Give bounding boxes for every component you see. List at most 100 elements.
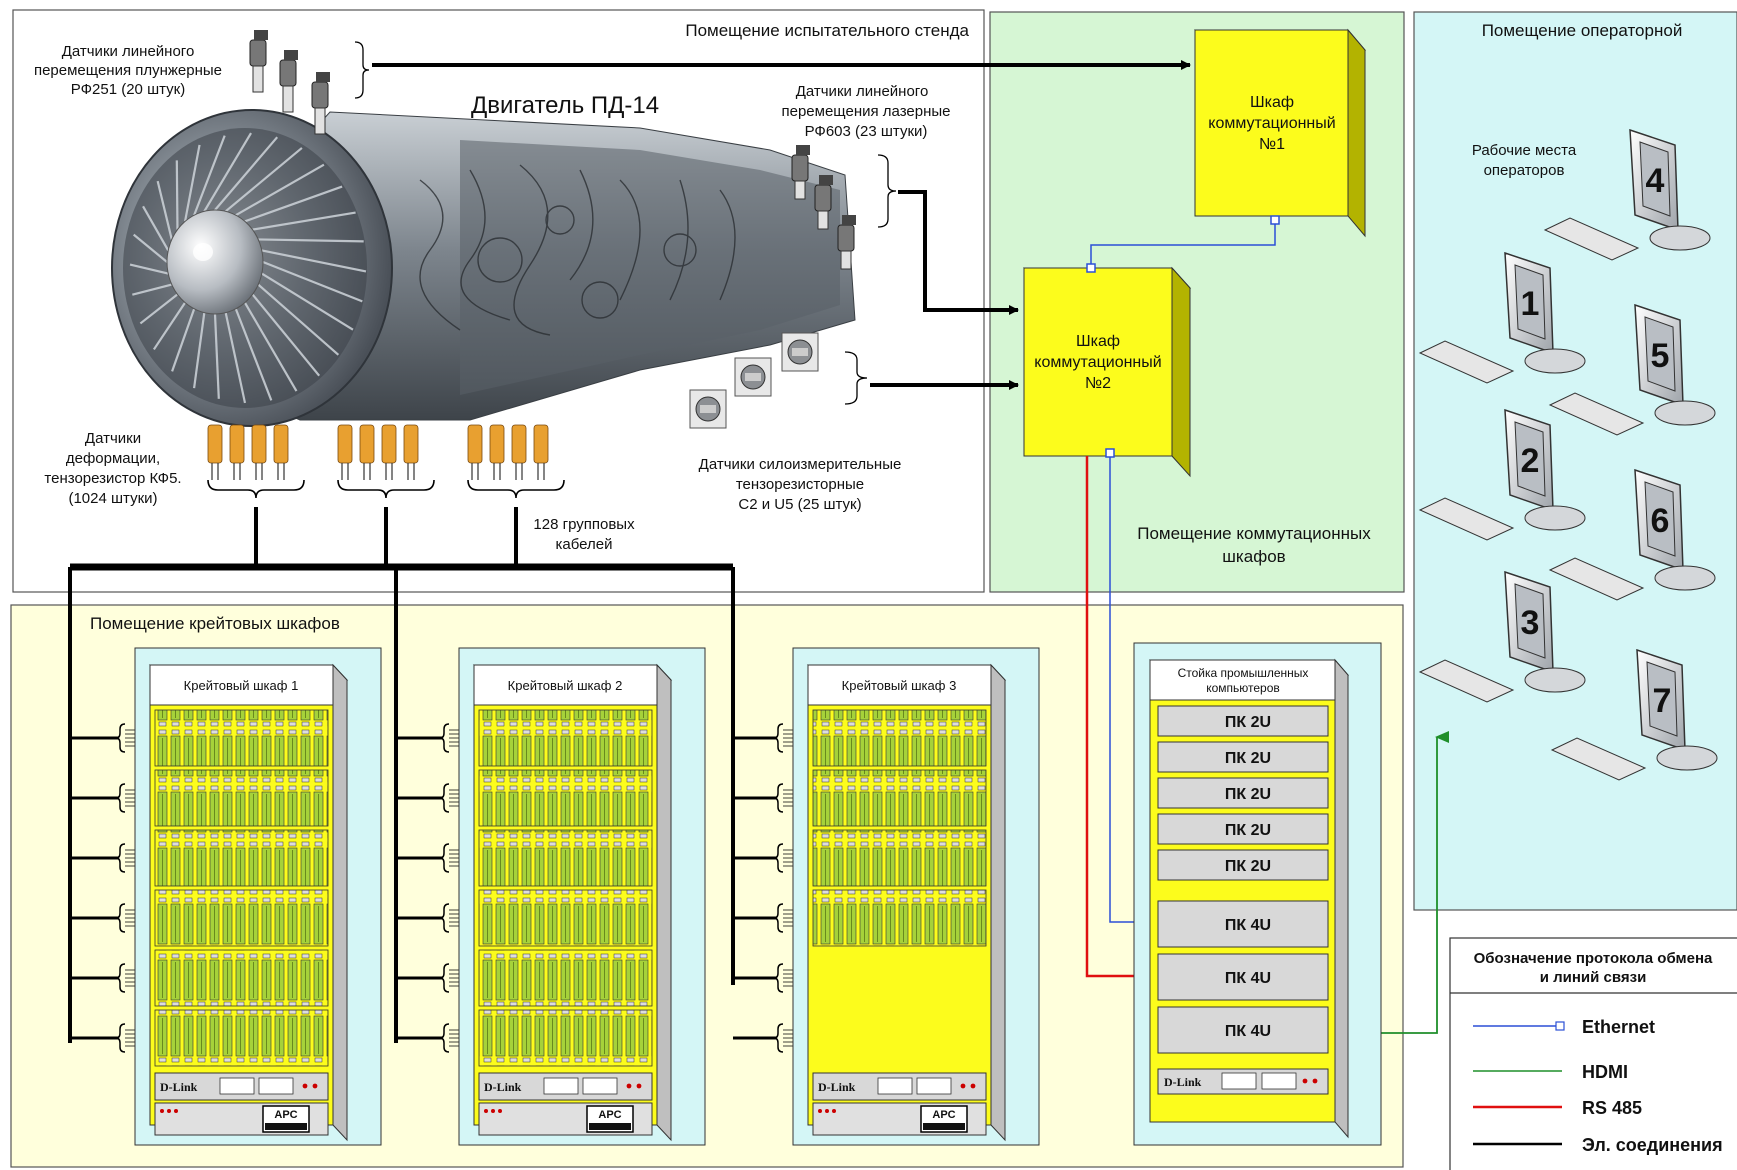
crate-module [478,889,653,947]
crate-module [812,769,987,827]
strain-gauge [337,424,353,464]
switch-room-label-line2: шкафов [1222,547,1285,566]
pc-unit [1157,813,1329,845]
crate-feed-brace [773,903,784,933]
monitor-stand [1524,348,1586,374]
switch-cabinet-2-label-line1: Шкаф [1076,333,1120,350]
strain-sensor-label-line4: (1024 штуки) [68,490,157,507]
plunger-sensor-label-line3: РФ251 (20 штук) [71,81,185,98]
strain-gauge-braces [207,479,565,499]
legend-title-line1: Обозначение протокола обмена [1474,950,1713,967]
crate-cabinet-side [332,663,348,1142]
crate-module [478,949,653,1007]
laser-sensor-icons [791,145,856,270]
fan-blade [193,135,226,216]
force-sensor-label-line3: С2 и U5 (25 штук) [738,496,861,513]
pc-unit-label: ПК 2U [1225,858,1271,875]
pc-unit-label: ПК 4U [1225,1023,1271,1040]
crate-ups-led [832,1109,836,1113]
strain-gauge [533,424,549,464]
monitor-screen [1644,316,1676,392]
crate-cabinet-header [473,664,658,706]
cables-label-line1: 128 групповых [533,516,635,533]
crate-module [154,769,329,827]
crate-feed-brace [439,723,450,753]
fan-blade [252,211,356,231]
legend-ethernet-node [1555,1021,1565,1031]
fan-blade [139,293,179,325]
strain-gauge [359,424,375,464]
monitor-screen [1639,141,1671,217]
crate-feed-brace [115,963,126,993]
operator-room-label: Помещение операторной [1482,21,1683,40]
crate-module [478,769,653,827]
strain-gauge [467,424,483,464]
workstation-5[interactable]: 5 [1548,303,1716,436]
crate-module [812,829,987,887]
test-stand-room-label: Помещение испытательного стенда [685,21,969,40]
workstation-3[interactable]: 3 [1418,570,1586,703]
pc-unit [1157,849,1329,881]
pc-rack: Стойка промышленных компьютеров ПК 2UПК … [1133,642,1382,1146]
crate-room-label: Помещение крейтовых шкафов [90,614,340,633]
strain-gauge [251,424,267,464]
monitor-stand [1649,225,1711,251]
crate-switch-ports [543,1077,579,1095]
fan-blade [224,147,303,213]
keyboard-icon [1550,737,1647,781]
monitor-stand [1654,565,1716,591]
rs485-link [1085,456,1150,978]
workstation-7[interactable]: 7 [1550,648,1718,781]
workstation-2[interactable]: 2 [1418,408,1586,541]
plunger-sensor-icons [249,30,330,135]
strain-sensor-label-line3: тензорезистор КФ5. [44,470,181,487]
pc-unit [1157,900,1329,948]
crate-switch-brand: D-Link [484,1080,522,1094]
workstation-4[interactable]: 4 [1543,128,1711,261]
fan-blade [261,272,354,331]
strain-gauge [273,424,289,464]
pc-unit [1157,1006,1329,1054]
fan-blade [129,263,169,275]
switch-cabinet-1-label-line1: Шкаф [1250,94,1294,111]
keyboard-icon [1418,497,1515,541]
workstation-6[interactable]: 6 [1548,468,1716,601]
crate-module [154,949,329,1007]
switch-cabinet-2-label-line2: коммутационный [1034,354,1161,371]
monitor-screen [1514,583,1546,659]
crate-feed-brace [439,903,450,933]
strain-gauge [381,424,397,464]
keyboard-icon [1418,340,1515,384]
fan-blade [175,160,179,230]
pc-unit-label: ПК 2U [1225,786,1271,803]
strain-gauge-icons [207,424,549,480]
crate-ups-brand: APC [274,1109,297,1121]
pc-unit [1157,705,1329,737]
fan-blade [183,144,201,222]
keyboard-icon [1418,659,1515,703]
crate-feed-brace [773,783,784,813]
fan-blade [261,249,367,273]
workstation-number: 2 [1521,442,1540,480]
workstation-1[interactable]: 1 [1418,251,1586,384]
keyboard-icon [1548,557,1645,601]
plunger-sensor-label-line2: перемещения плунжерные [34,62,222,79]
crate-ups-brand: APC [598,1109,621,1121]
workstation-number: 3 [1521,604,1540,642]
fan-blade [152,302,186,351]
fan-blade [251,293,321,377]
strain-sensor-label-line2: деформации, [66,450,160,467]
operators-title-line1: Рабочие места [1472,142,1577,159]
strain-gauge [511,424,527,464]
switch-cabinet-2: Шкаф коммутационный №2 [1022,266,1192,478]
switch-cabinet-2-label-line3: №2 [1085,375,1111,392]
keyboard-icon [1543,217,1640,261]
fan-blade [142,205,170,251]
crate-ups-led [818,1109,822,1113]
engine-image [111,109,856,427]
crate-ups-led [167,1109,171,1113]
pc-unit-label: ПК 2U [1225,750,1271,767]
monitor-screen [1644,481,1676,557]
strain-gauge [207,424,223,464]
